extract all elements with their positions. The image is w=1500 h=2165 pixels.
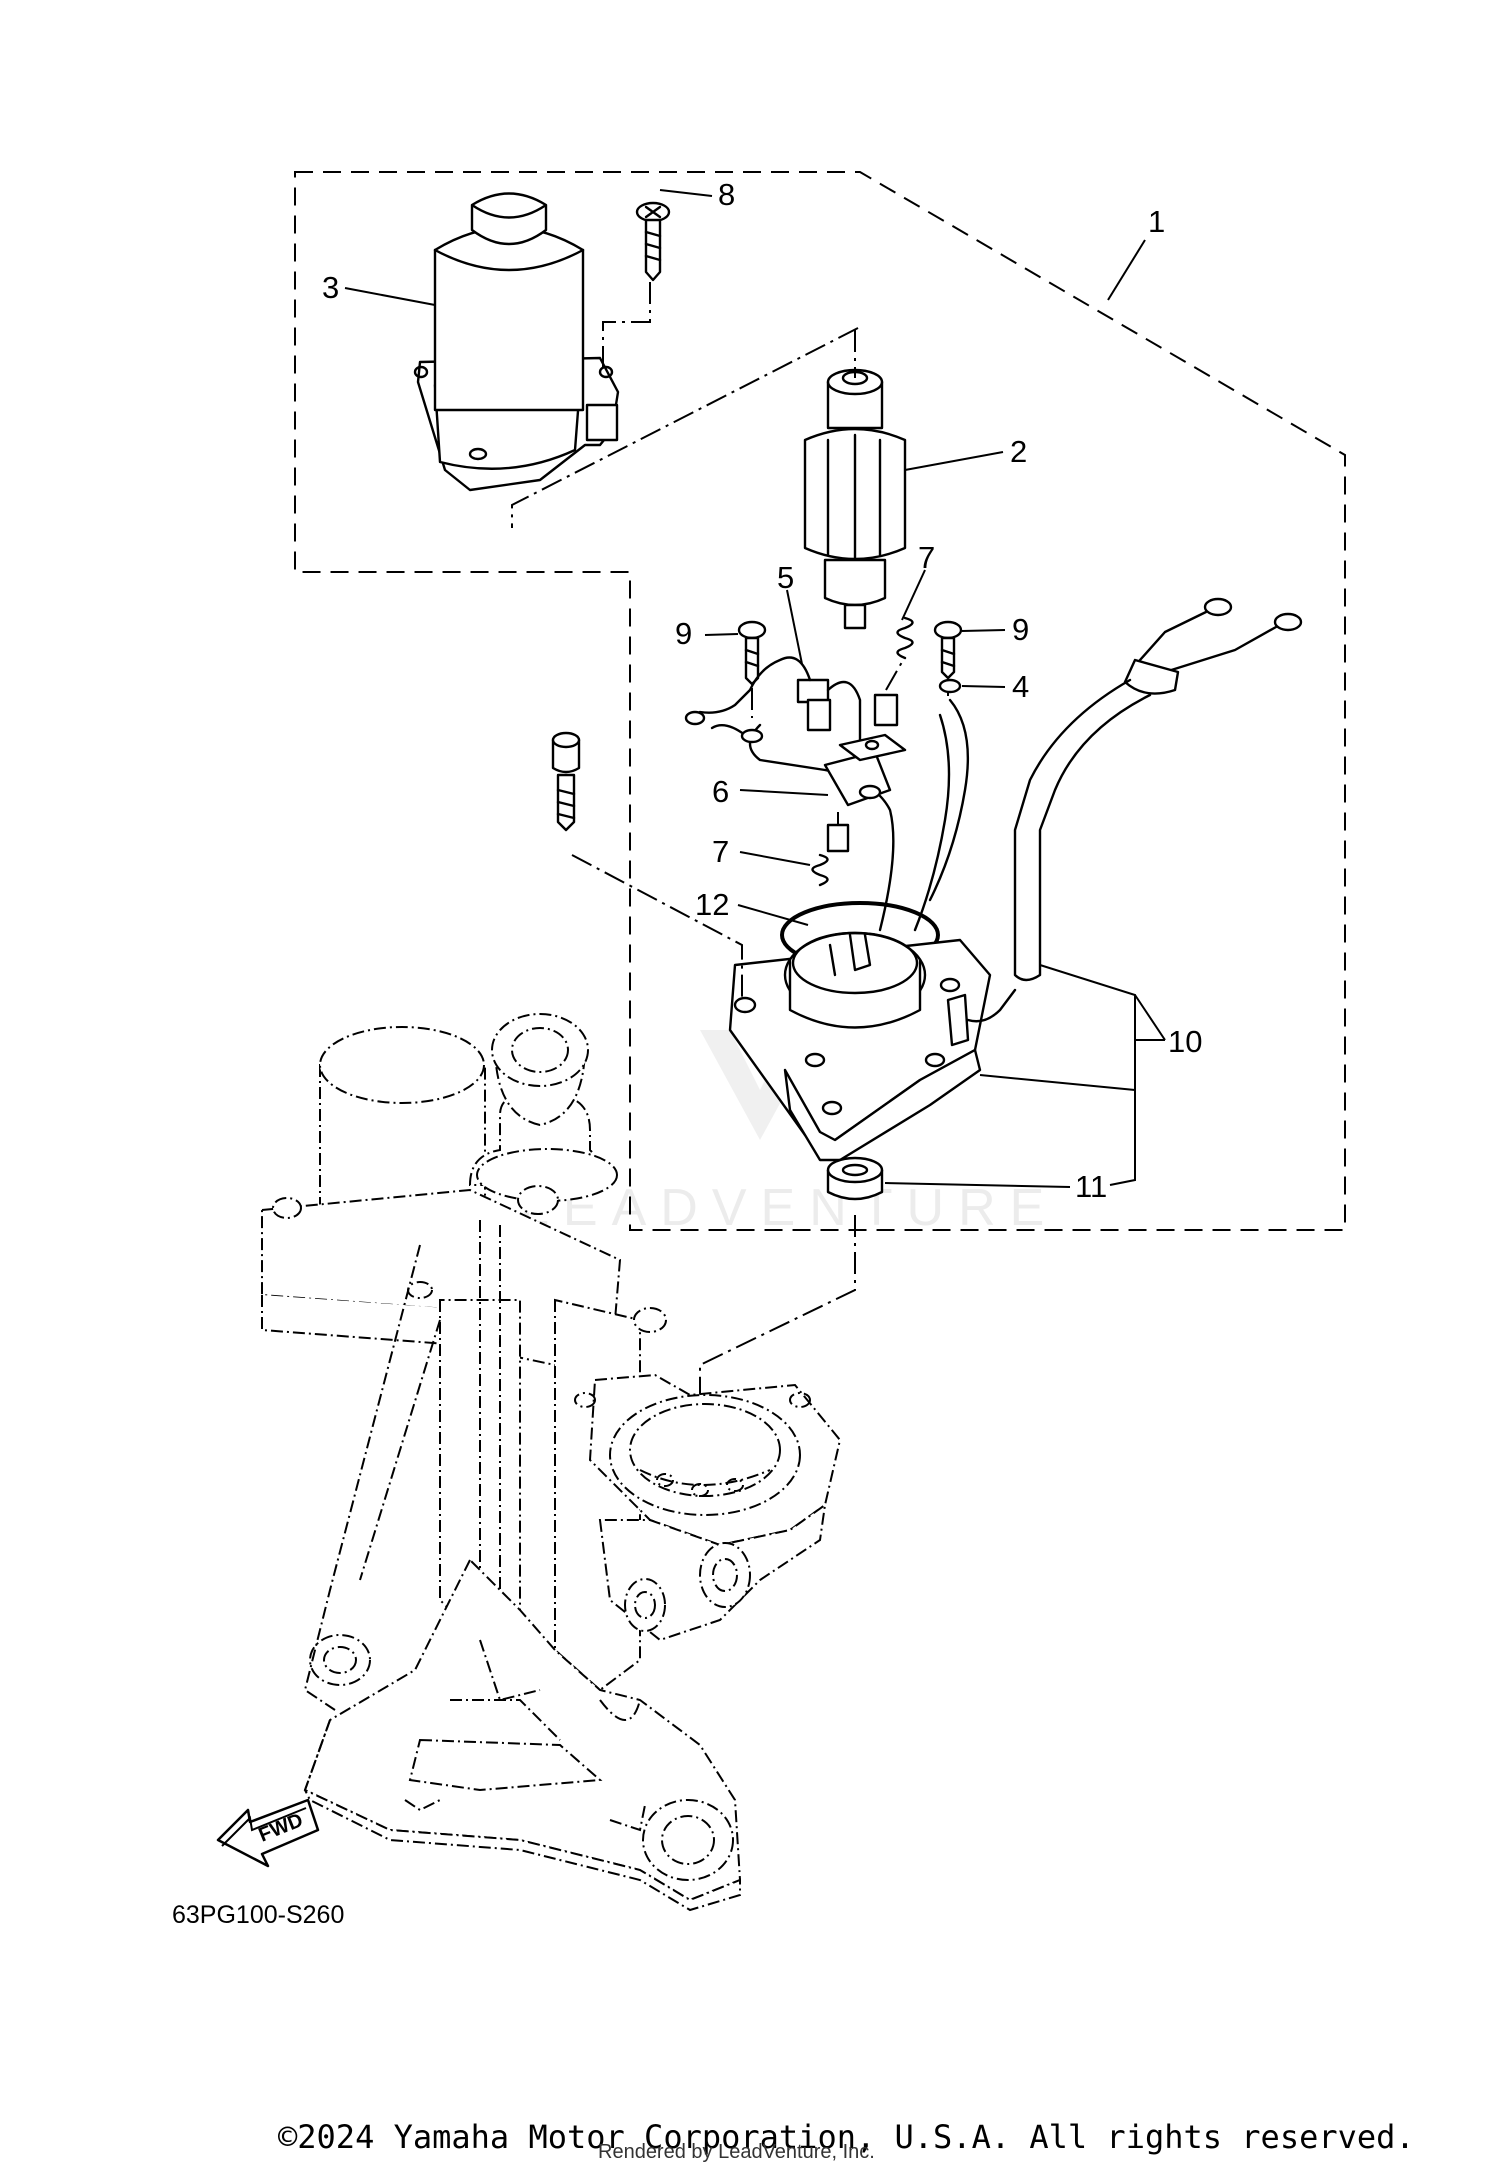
callout-2: 2 xyxy=(1010,434,1027,469)
callout-10: 10 xyxy=(1168,1024,1202,1059)
brush-plate-part-6 xyxy=(740,728,907,807)
grommet-part-11 xyxy=(826,1156,884,1201)
callout-8: 8 xyxy=(718,177,735,212)
callout-5: 5 xyxy=(777,560,794,595)
washer-part-4 xyxy=(938,678,962,694)
callout-6: 6 xyxy=(712,774,729,809)
callout-9-right: 9 xyxy=(1012,612,1029,647)
bolt-left xyxy=(551,731,581,832)
brush-holder-part-5 xyxy=(684,656,862,747)
fwd-arrow-icon: FWD xyxy=(216,1798,320,1868)
cable-harness xyxy=(1013,597,1303,982)
callout-3: 3 xyxy=(322,270,339,305)
callout-7-upper: 7 xyxy=(918,540,935,575)
brush-part-lower xyxy=(826,823,850,853)
callout-1: 1 xyxy=(1148,204,1165,239)
callout-labels: 1 2 3 4 5 6 7 7 8 9 9 10 11 12 xyxy=(322,177,1202,1204)
leader-lines xyxy=(344,189,1166,1188)
tilt-trim-unit-reference xyxy=(261,1013,842,1912)
rendered-by-notice: Rendered by LeadVenture, Inc. xyxy=(598,2141,875,2163)
screw-part-9-left xyxy=(737,620,767,686)
callout-12: 12 xyxy=(695,887,729,922)
screw-part-8 xyxy=(635,201,671,282)
motor-housing-part-3 xyxy=(413,192,620,492)
screw-part-9-right xyxy=(933,620,963,680)
spring-part-7-upper xyxy=(896,616,914,660)
brush-part-upper xyxy=(873,693,899,727)
spring-part-7-lower xyxy=(811,853,829,887)
copyright-notice: ©2024 Yamaha Motor Corporation, U.S.A. A… xyxy=(278,2118,1415,2156)
callout-4: 4 xyxy=(1012,669,1029,704)
callout-9-left: 9 xyxy=(675,616,692,651)
assembly-boundary xyxy=(294,171,1346,1231)
motor-base-part-10 xyxy=(728,931,1017,1162)
callout-7-lower: 7 xyxy=(712,834,729,869)
callout-11: 11 xyxy=(1075,1169,1107,1204)
armature-part-2 xyxy=(803,368,907,630)
diagram-code: 63PG100-S260 xyxy=(172,1901,344,1929)
